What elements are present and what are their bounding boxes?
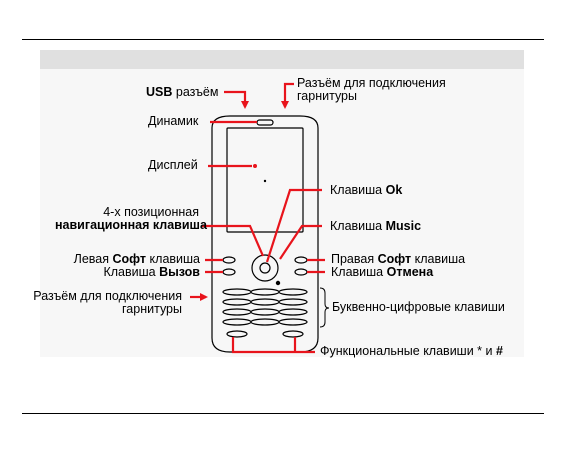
top-rule	[22, 39, 544, 40]
label-call-key: Клавиша Вызов	[103, 265, 200, 279]
label-usb: USB разъём	[146, 85, 219, 99]
label-nav-key: 4-х позиционная навигационная клавиша	[55, 205, 207, 232]
label-ok-key: Клавиша Ok	[330, 183, 403, 197]
label-cancel-key: Клавиша Отмена	[331, 265, 434, 279]
label-music-key: Клавиша Music	[330, 219, 422, 233]
label-alnum-keys: Буквенно-цифровые клавиши	[332, 300, 505, 314]
header-band	[40, 50, 524, 69]
leader-lines	[190, 82, 325, 354]
label-right-soft: Правая Софт клавиша	[331, 252, 466, 266]
label-left-soft: Левая Софт клавиша	[73, 252, 200, 266]
label-headset-side: Разъём для подключения гарнитуры	[33, 289, 182, 316]
keypad-brace	[319, 287, 330, 328]
label-display: Дисплей	[148, 158, 198, 172]
phone-outline	[211, 115, 319, 353]
label-speaker: Динамик	[148, 114, 199, 128]
label-headset-top: Разъём для подключения гарнитуры	[297, 76, 446, 103]
label-function-keys: Функциональные клавиши * и #	[320, 344, 503, 358]
bottom-rule	[22, 413, 544, 414]
